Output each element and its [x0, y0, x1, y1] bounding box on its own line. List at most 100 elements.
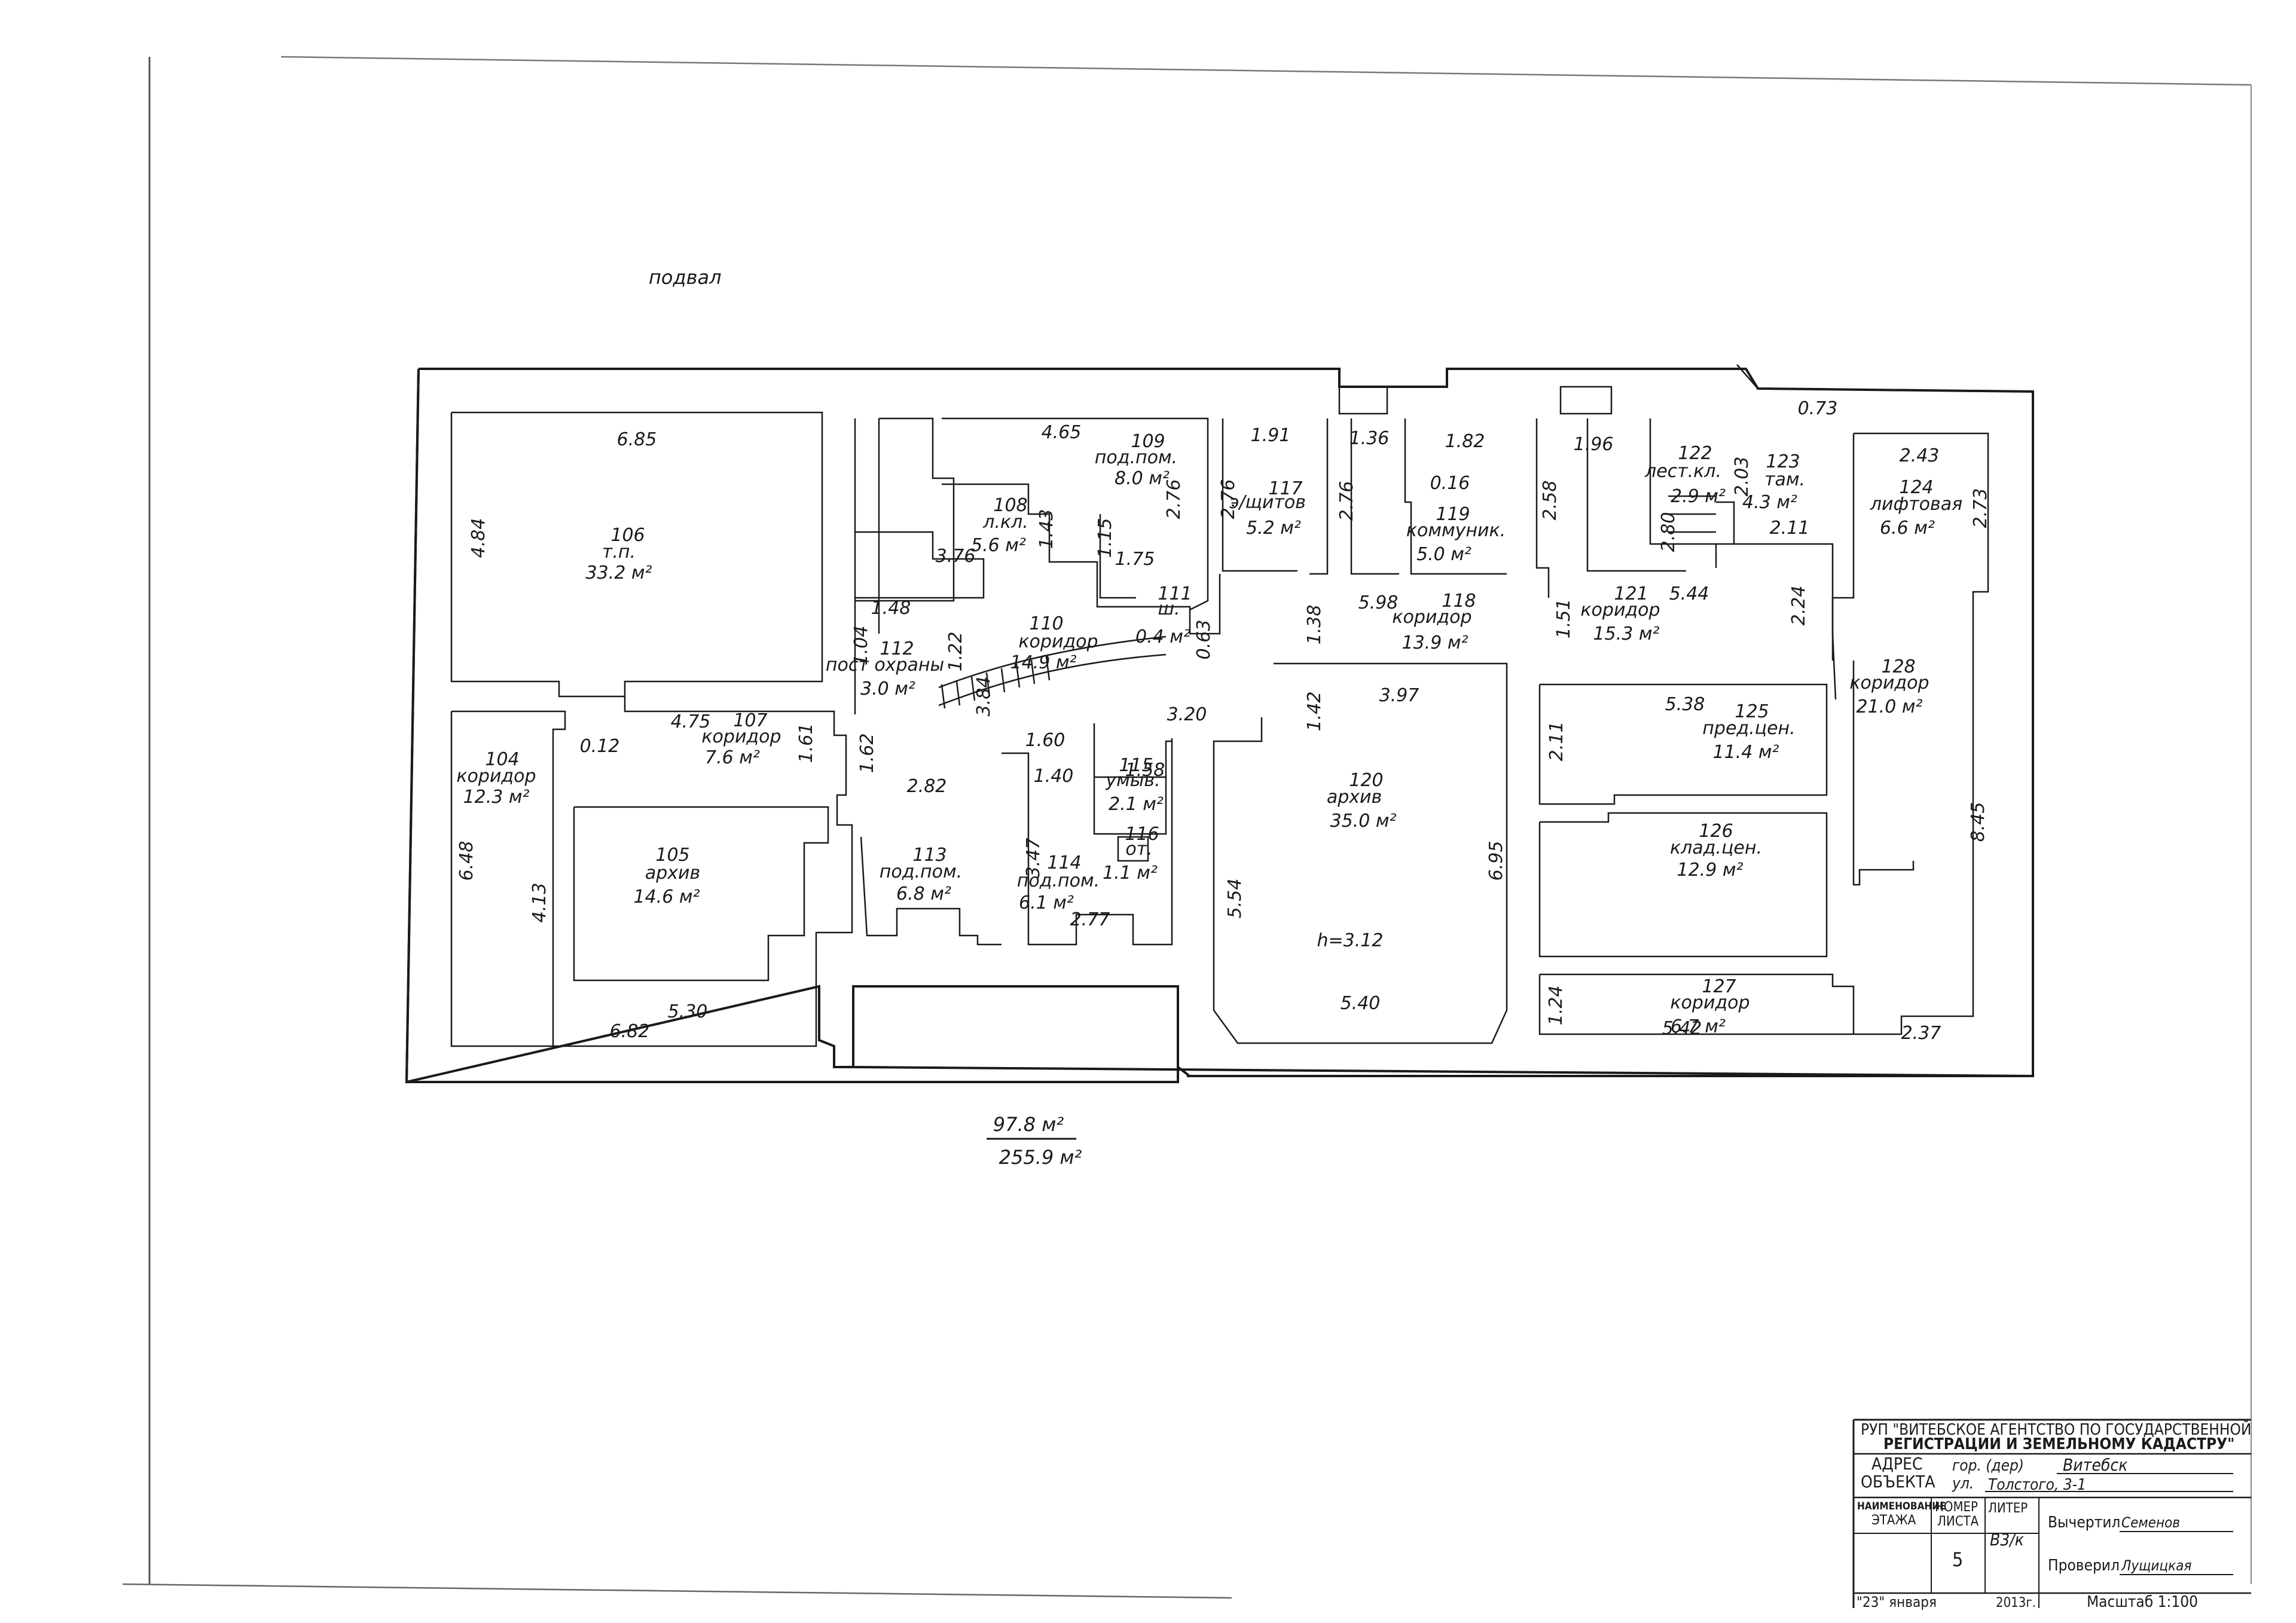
svg-text:111: 111 — [1158, 583, 1192, 604]
svg-text:6.6 м²: 6.6 м² — [1880, 518, 1935, 539]
svg-text:13.9 м²: 13.9 м² — [1402, 632, 1468, 653]
room-111: 111 ш. 0.4 м² — [1135, 583, 1192, 647]
dimension-label: 5.54 — [1225, 879, 1245, 919]
area-totals: 97.8 м² 255.9 м² — [987, 1113, 1082, 1169]
svg-text:архив: архив — [645, 863, 700, 884]
svg-text:5.6 м²: 5.6 м² — [971, 535, 1026, 556]
dimension-label: 1.91 — [1251, 425, 1291, 446]
room-115: 115 умыв. 2.1 м² — [1105, 755, 1164, 815]
dimension-label: 5.98 — [1358, 592, 1399, 613]
org-line-1: РУП "ВИТЕБСКОЕ АГЕНТСТВО ПО ГОСУДАРСТВЕН… — [1861, 1420, 2251, 1439]
dimension-label: 0.12 — [580, 736, 620, 757]
svg-text:108: 108 — [993, 495, 1027, 516]
svg-text:2.9 м²: 2.9 м² — [1671, 486, 1726, 507]
dimension-label: 1.22 — [945, 632, 966, 672]
city-name: Витебск — [2063, 1455, 2128, 1475]
svg-text:104: 104 — [485, 749, 519, 770]
svg-text:33.2 м²: 33.2 м² — [586, 563, 652, 583]
total-area: 255.9 м² — [999, 1146, 1082, 1169]
svg-text:11.4 м²: 11.4 м² — [1713, 742, 1779, 763]
liter-header: ЛИТЕР — [1988, 1501, 2028, 1516]
dimension-label: 2.77 — [1070, 909, 1110, 930]
room-128: 128 коридор 21.0 м² — [1849, 656, 1929, 717]
dimension-label: 1.36 — [1349, 428, 1390, 449]
dimension-label: 1.42 — [1304, 692, 1325, 732]
dimension-label: 5.38 — [1665, 694, 1705, 715]
room-118: 118 коридор 13.9 м² — [1392, 591, 1476, 653]
dimension-label: 0.73 — [1798, 398, 1838, 419]
checked-by-label: Проверил — [2048, 1557, 2120, 1575]
svg-text:109: 109 — [1131, 431, 1165, 452]
dimension-label: 1.48 — [871, 598, 911, 619]
dimension-label: 3.76 — [936, 546, 976, 567]
svg-text:умыв.: умыв. — [1105, 770, 1160, 791]
svg-text:архив: архив — [1327, 787, 1382, 808]
main-area-total: 97.8 м² — [993, 1113, 1064, 1136]
svg-text:т.п.: т.п. — [602, 542, 636, 563]
dimension-label: 6.95 — [1486, 841, 1507, 881]
dimension-label: 6.48 — [456, 841, 477, 881]
floor-label: подвал — [649, 266, 722, 289]
dimension-label: 2.80 — [1658, 512, 1679, 552]
address-label-2: ОБЪЕКТА — [1861, 1472, 1935, 1491]
svg-text:пост охраны: пост охраны — [826, 655, 944, 676]
dimension-labels: 6.85 4.84 4.65 1.91 1.36 1.82 1.96 0.73 … — [456, 398, 1991, 1044]
dimension-label: 6.82 — [610, 1021, 650, 1042]
svg-text:4.3 м²: 4.3 м² — [1742, 492, 1797, 513]
svg-text:коридор: коридор — [1670, 992, 1750, 1013]
dimension-label: 1.15 — [1095, 518, 1116, 558]
sheet-border — [122, 56, 2252, 1599]
room-116: 116 от. 1.1 м² — [1103, 824, 1159, 884]
svg-text:128: 128 — [1881, 656, 1915, 677]
svg-text:6.1 м²: 6.1 м² — [1019, 893, 1074, 913]
title-block: РУП "ВИТЕБСКОЕ АГЕНТСТВО ПО ГОСУДАРСТВЕН… — [1852, 1419, 2251, 1611]
street-prefix: ул. — [1952, 1475, 1974, 1493]
dimension-label: 3.97 — [1379, 685, 1419, 706]
dimension-label: 2.73 — [1970, 488, 1991, 528]
svg-text:коридор: коридор — [1392, 607, 1471, 628]
dimension-label: 1.62 — [857, 733, 878, 774]
dimension-label: 2.43 — [1900, 445, 1940, 466]
dimension-label: 2.76 — [1218, 479, 1239, 519]
dimension-label: 2.82 — [907, 776, 947, 797]
dimension-label: 1.04 — [851, 626, 872, 666]
room-113: 113 под.пом. 6.8 м² — [880, 845, 962, 904]
svg-text:122: 122 — [1678, 443, 1712, 464]
city-prefix: гор. (дер) — [1952, 1457, 2024, 1475]
dimension-label: 6.85 — [617, 429, 657, 450]
floor-name-header-2: ЭТАЖА — [1871, 1513, 1916, 1528]
dimension-label: 5.42 — [1662, 1018, 1702, 1039]
svg-text:124: 124 — [1899, 477, 1933, 498]
room-123: 123 там. 4.3 м² — [1742, 451, 1805, 513]
ceiling-height-note: h=3.12 — [1317, 930, 1384, 951]
svg-text:коридор: коридор — [1580, 600, 1660, 621]
svg-text:коридор: коридор — [456, 766, 536, 787]
dimension-label: 4.84 — [468, 518, 489, 558]
svg-text:119: 119 — [1436, 504, 1470, 525]
room-110: 110 коридор 14.9 м² — [1010, 613, 1098, 673]
svg-text:5.0 м²: 5.0 м² — [1416, 544, 1471, 565]
sheet-number-header-1: НОМЕР — [1935, 1500, 1978, 1515]
svg-text:107: 107 — [733, 710, 767, 731]
room-104: 104 коридор 12.3 м² — [456, 749, 536, 808]
svg-text:112: 112 — [880, 638, 914, 659]
dimension-label: 2.11 — [1770, 518, 1810, 539]
room-114: 114 под.пом. 6.1 м² — [1017, 852, 1100, 913]
svg-text:от.: от. — [1125, 839, 1152, 860]
room-127: 127 коридор 6.7 м² — [1670, 976, 1750, 1037]
drawn-by-name: Семенов — [2121, 1514, 2180, 1531]
dimension-label: 2.76 — [1336, 481, 1357, 521]
svg-text:лест.кл.: лест.кл. — [1644, 461, 1721, 482]
sheet-number: 5 — [1952, 1548, 1963, 1571]
svg-text:106: 106 — [610, 525, 645, 546]
svg-text:6.8 м²: 6.8 м² — [896, 884, 951, 904]
svg-text:118: 118 — [1442, 591, 1476, 612]
svg-text:под.пом.: под.пом. — [1017, 870, 1100, 891]
svg-text:110: 110 — [1029, 613, 1063, 634]
floor-name-header-1: НАИМЕНОВАНИЕ — [1857, 1500, 1946, 1512]
dimension-label: 5.30 — [668, 1001, 708, 1022]
dimension-label: 2.03 — [1732, 457, 1752, 497]
svg-text:115: 115 — [1119, 755, 1153, 776]
svg-text:лифтовая: лифтовая — [1870, 494, 1962, 515]
